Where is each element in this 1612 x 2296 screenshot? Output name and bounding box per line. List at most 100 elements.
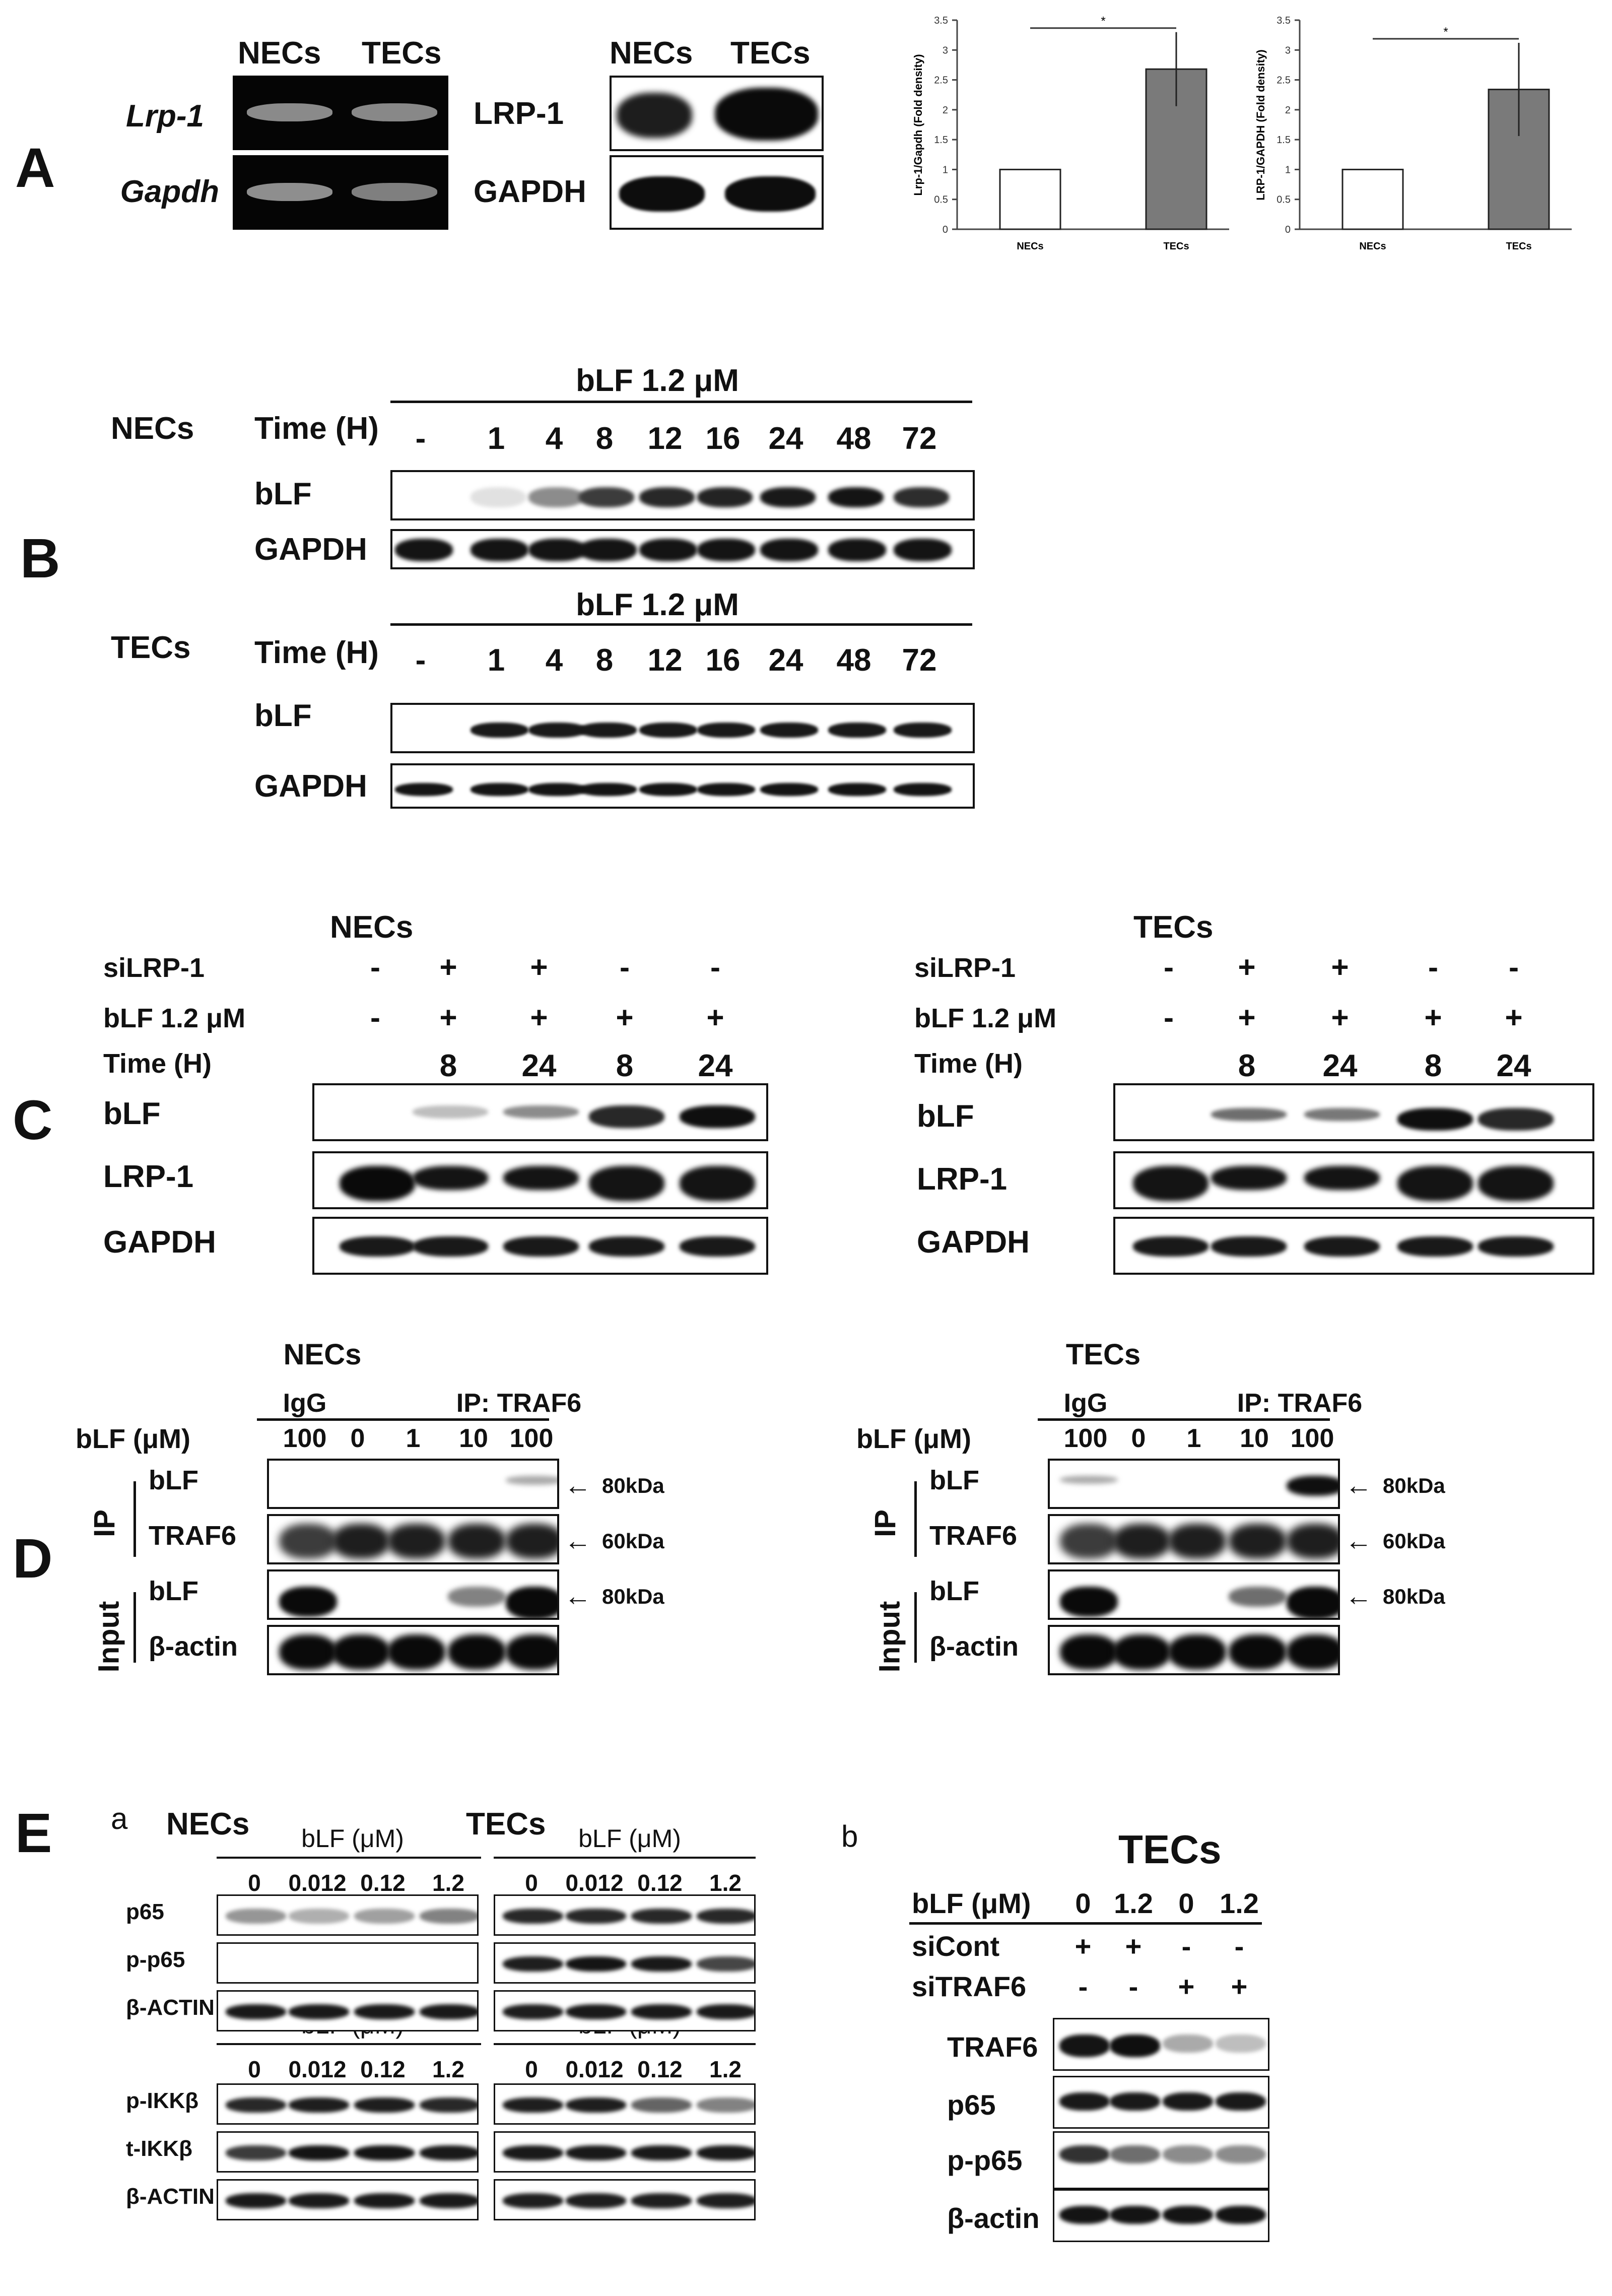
d-right-ip-bracket (914, 1481, 917, 1557)
c-right-blf-1: + (1238, 1001, 1256, 1034)
wb-row-gapdh: GAPDH (474, 174, 586, 209)
c-left-blot-label-gapdh: GAPDH (103, 1225, 216, 1260)
band-2 (503, 1236, 579, 1257)
ea-conc-2-3: 1.2 (432, 2056, 464, 2082)
ea-blot-top_rows-1-1 (494, 1942, 756, 1984)
d-right-conc-0: 100 (1063, 1424, 1108, 1453)
d-left-blot-1 (267, 1514, 559, 1564)
c-left-blf-0: - (370, 1001, 380, 1034)
d-left-cell: NECs (283, 1338, 362, 1371)
d-right-conc-1: 0 (1131, 1424, 1146, 1453)
d-right-marker-2: 80kDa (1383, 1585, 1445, 1608)
band-3 (579, 539, 637, 561)
ea-blot-bottom_rows-1-1 (494, 2131, 756, 2173)
b-bottom-time-2: 4 (545, 643, 563, 678)
b-bottom-row-blf: bLF (254, 698, 312, 733)
b-bottom-blot-gapdh (390, 763, 975, 809)
bar-necs (999, 168, 1061, 230)
d-right-blot-3 (1048, 1625, 1340, 1675)
b-top-time-6: 24 (768, 421, 803, 456)
d-left-igg: IgG (283, 1389, 327, 1418)
band-6 (760, 783, 818, 796)
gel-row-gapdh: Gapdh (120, 174, 219, 209)
y-tick-label: 1 (1285, 164, 1291, 175)
eb-row-label-3: β-actin (947, 2202, 1040, 2234)
band-4 (1287, 1476, 1338, 1496)
eb-row-label-1: p65 (947, 2089, 996, 2121)
band-0 (1060, 1587, 1118, 1617)
ea-header-0: bLF (μM) (301, 1824, 404, 1853)
band-3 (448, 1634, 506, 1670)
c-left-blot-lrp1 (312, 1151, 768, 1209)
rt-pcr-gel-lrp1 (233, 76, 448, 150)
ea-conc-0-1: 0.012 (288, 1870, 347, 1896)
d-left-row-label-0: bLF (149, 1465, 198, 1495)
y-tick-label: 1 (943, 164, 948, 175)
band-2 (528, 539, 586, 561)
b-bottom-time-1: 1 (487, 643, 505, 678)
c-right-blot-lrp1 (1113, 1151, 1594, 1209)
y-axis-label: Lrp-1/Gapdh (Fold density) (912, 54, 924, 195)
band-2 (1304, 1108, 1380, 1121)
band-2 (503, 1105, 579, 1119)
c-right-time-3: 8 (1424, 1048, 1442, 1083)
y-tick-label: 2 (1285, 105, 1291, 116)
band-3 (1216, 2035, 1266, 2053)
y-tick-label: 2.5 (1277, 75, 1291, 86)
band-2 (1168, 1634, 1226, 1670)
y-tick-label: 1.5 (934, 135, 948, 146)
band-3 (1229, 1634, 1287, 1670)
ea-cell-left: NECs (166, 1807, 250, 1842)
b-bottom-rule (390, 623, 972, 626)
d-left-row-label-1: TRAF6 (149, 1521, 236, 1551)
ea-row-label-bottom_rows-1: t-IKKβ (126, 2136, 192, 2161)
ea-conc-2-1: 0.012 (288, 2056, 347, 2082)
d-right-blot-2 (1048, 1569, 1340, 1620)
band-6 (760, 723, 818, 738)
eb-conc-3: 1.2 (1220, 1887, 1259, 1919)
d-right-input-bracket (914, 1592, 917, 1663)
ea-blot-bottom_rows-0-1 (494, 2083, 756, 2125)
d-right-arrow-1: ← (1345, 1526, 1372, 1556)
band-3 (589, 1166, 664, 1201)
c-left-blot-label-blf: bLF (103, 1096, 161, 1131)
d-left-conc-4: 100 (509, 1424, 554, 1453)
band-2 (1163, 2092, 1213, 2111)
band-3 (697, 2145, 754, 2160)
b-top-time-0: - (415, 421, 426, 456)
band-0 (1133, 1236, 1208, 1257)
band-5 (697, 783, 755, 796)
band-2 (354, 2004, 415, 2019)
c-left-blot-blf (312, 1083, 768, 1141)
ea-rule-0 (217, 1857, 481, 1859)
d-left-blot-0 (267, 1459, 559, 1509)
c-left-blot-label-lrp1: LRP-1 (103, 1159, 194, 1194)
y-tick-label: 0 (1285, 224, 1291, 235)
b-bottom-treatment: bLF 1.2 μM (576, 587, 739, 622)
significance-star: * (1443, 25, 1448, 39)
c-right-time-4: 24 (1496, 1048, 1531, 1083)
y-tick-label: 3.5 (1277, 15, 1291, 26)
c-right-cell: TECs (1133, 910, 1214, 945)
panel-label-e-a: a (111, 1802, 128, 1835)
band-2 (528, 783, 586, 796)
ea-conc-2-0: 0 (248, 2056, 261, 2082)
band-7 (828, 487, 884, 507)
bar-necs (1341, 168, 1404, 230)
band-0 (226, 2004, 286, 2019)
wb-col-tecs: TECs (730, 36, 811, 71)
y-tick-label: 0 (943, 224, 948, 235)
band-3 (697, 1909, 754, 1924)
eb-sicont-label: siCont (912, 1930, 1000, 1962)
d-left-conc-2: 1 (406, 1424, 421, 1453)
ea-row-label-bottom_rows-0: p-IKKβ (126, 2088, 199, 2113)
c-left-time-4: 24 (698, 1048, 733, 1083)
panel-label-e-b: b (841, 1819, 858, 1853)
band-4 (639, 539, 697, 561)
b-top-time-8: 72 (902, 421, 937, 456)
c-right-row-silrp: siLRP-1 (914, 953, 1016, 983)
x-tick-label: NECs (1359, 241, 1386, 252)
y-tick-label: 3 (1285, 45, 1291, 56)
band-0 (226, 2193, 286, 2208)
